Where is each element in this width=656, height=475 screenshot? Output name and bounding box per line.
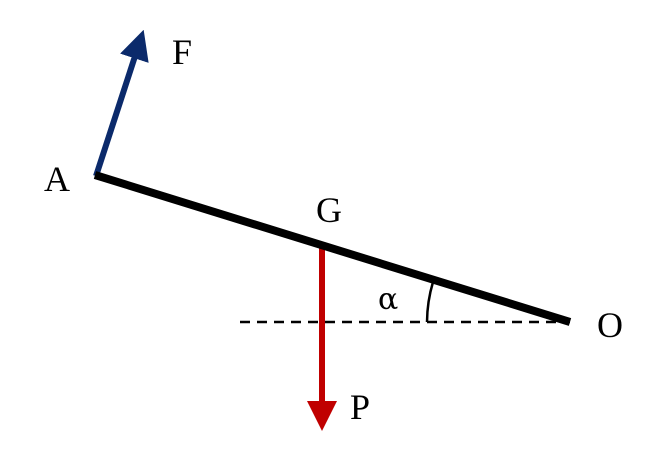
label-point-a: A: [44, 159, 70, 199]
label-force-f: F: [172, 32, 192, 72]
label-angle-alpha: α: [378, 282, 398, 317]
label-force-p: P: [350, 387, 370, 427]
lever-bar: [93, 171, 572, 326]
label-point-o: O: [597, 305, 623, 345]
angle-arc: [425, 281, 435, 323]
force-f-arrow: [93, 29, 149, 177]
label-point-g: G: [316, 190, 342, 230]
